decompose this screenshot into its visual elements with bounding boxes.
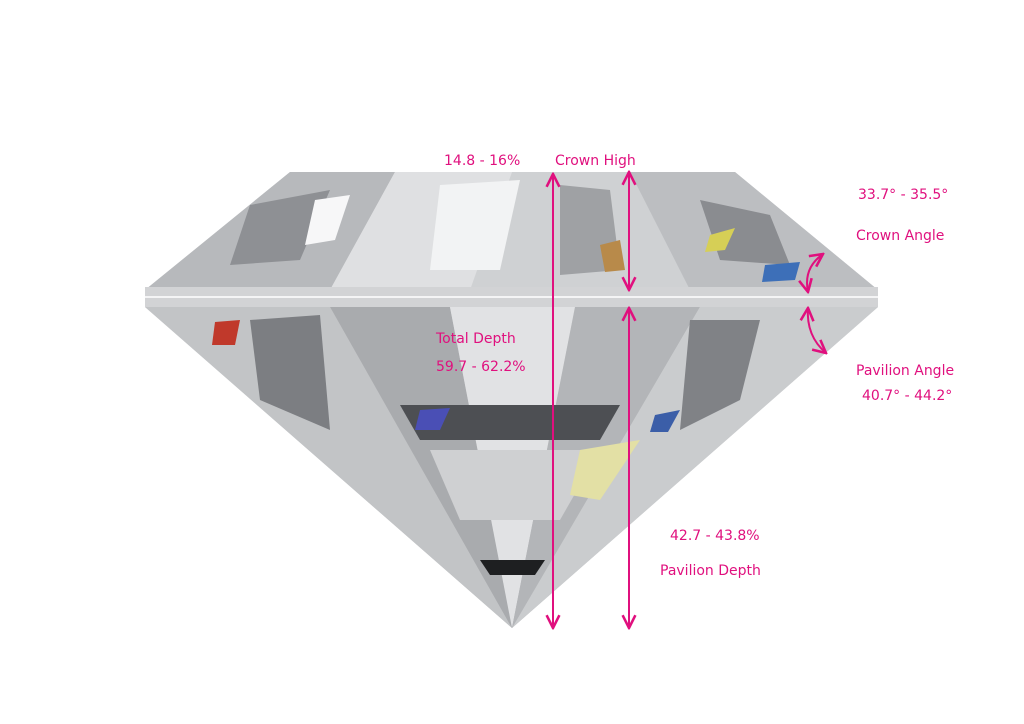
total-depth-value: 59.7 - 62.2% [436,359,526,375]
crown-height-title: Crown High [555,153,636,169]
pavilion-angle-arc [808,308,826,353]
total-depth-title: Total Depth [436,331,516,347]
pavilion-depth-title: Pavilion Depth [660,563,761,579]
diamond-crown [145,172,878,290]
pavilion-depth-value: 42.7 - 43.8% [670,528,760,544]
pavilion-angle-value: 40.7° - 44.2° [862,388,953,404]
crown-height-value: 14.8 - 16% [444,153,521,169]
diamond-pavilion [145,307,878,628]
crown-angle-value: 33.7° - 35.5° [858,187,949,203]
pavilion-angle-title: Pavilion Angle [856,363,955,379]
crown-angle-arc [807,254,823,292]
crown-angle-title: Crown Angle [856,228,945,244]
measurement-arrows [553,172,826,628]
